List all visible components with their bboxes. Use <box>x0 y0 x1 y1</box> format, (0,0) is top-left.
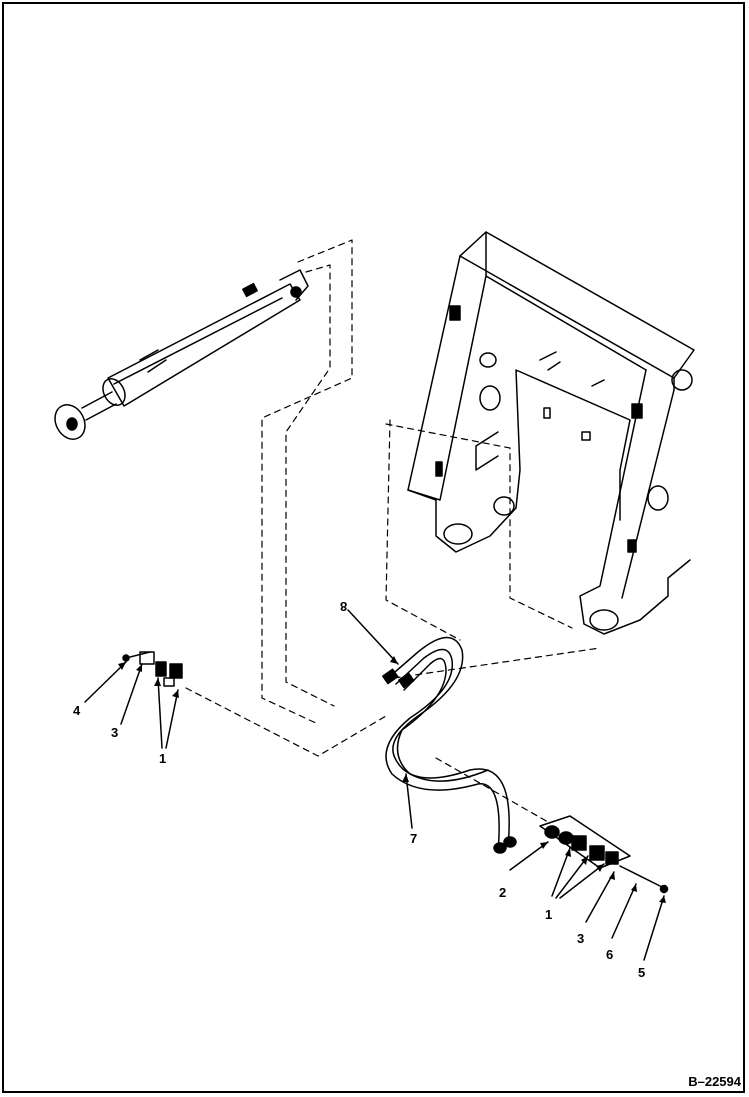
figure-number: B–22594 <box>688 1074 741 1089</box>
left-clamp-assembly <box>122 651 183 687</box>
hydraulic-cylinder <box>54 269 309 440</box>
hydraulic-hoses <box>382 636 517 854</box>
callout-1-left: 1 <box>159 751 167 766</box>
right-clamp-assembly <box>539 815 669 894</box>
callout-2-right: 2 <box>499 885 507 900</box>
callout-1-right: 1 <box>545 907 553 922</box>
callout-7-hose: 7 <box>410 831 418 846</box>
callout-8-hose-end: 8 <box>340 599 348 614</box>
callout-5-right: 5 <box>638 965 646 980</box>
arrowheads <box>118 656 666 903</box>
boom-frame <box>407 231 695 635</box>
callout-3-left: 3 <box>111 725 119 740</box>
callout-6-right: 6 <box>606 947 614 962</box>
dashed-routing-lines <box>185 239 601 823</box>
callout-4-left: 4 <box>73 703 81 718</box>
leader-lines <box>84 609 665 961</box>
callout-3-right: 3 <box>577 931 585 946</box>
